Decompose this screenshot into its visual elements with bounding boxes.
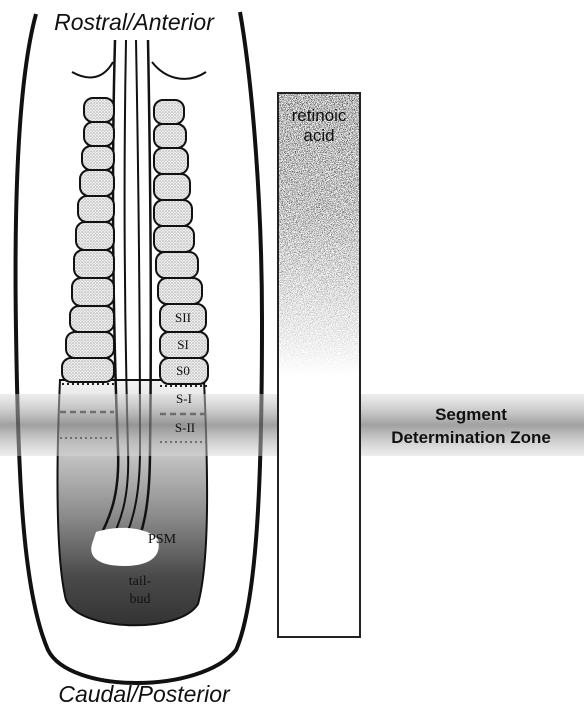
somite-label-s-minus-i: S-I [176, 391, 192, 406]
tailbud-label-line1: tail- [129, 574, 152, 589]
somite-label-sii: SII [175, 310, 191, 325]
fgf-label: FGF [302, 585, 336, 604]
zone-label-line2: Determination Zone [391, 428, 551, 447]
psm-label: PSM [148, 532, 177, 547]
somite-label-si: SI [177, 337, 189, 352]
somites-left [62, 98, 114, 382]
caudal-posterior-label: Caudal/Posterior [58, 681, 231, 707]
zone-label-line1: Segment [435, 405, 507, 424]
retinoic-acid-label-line2: acid [303, 126, 334, 145]
rostral-anterior-label: Rostral/Anterior [54, 9, 215, 35]
wnt-label: Wnt [303, 605, 335, 624]
somite-label-s0: S0 [176, 363, 190, 378]
morphogen-gradient-bar [278, 93, 360, 637]
tailbud-label-line2: bud [130, 592, 151, 607]
somite-label-s-minus-ii: S-II [175, 420, 195, 435]
retinoic-acid-label-line1: retinoic [292, 106, 347, 125]
